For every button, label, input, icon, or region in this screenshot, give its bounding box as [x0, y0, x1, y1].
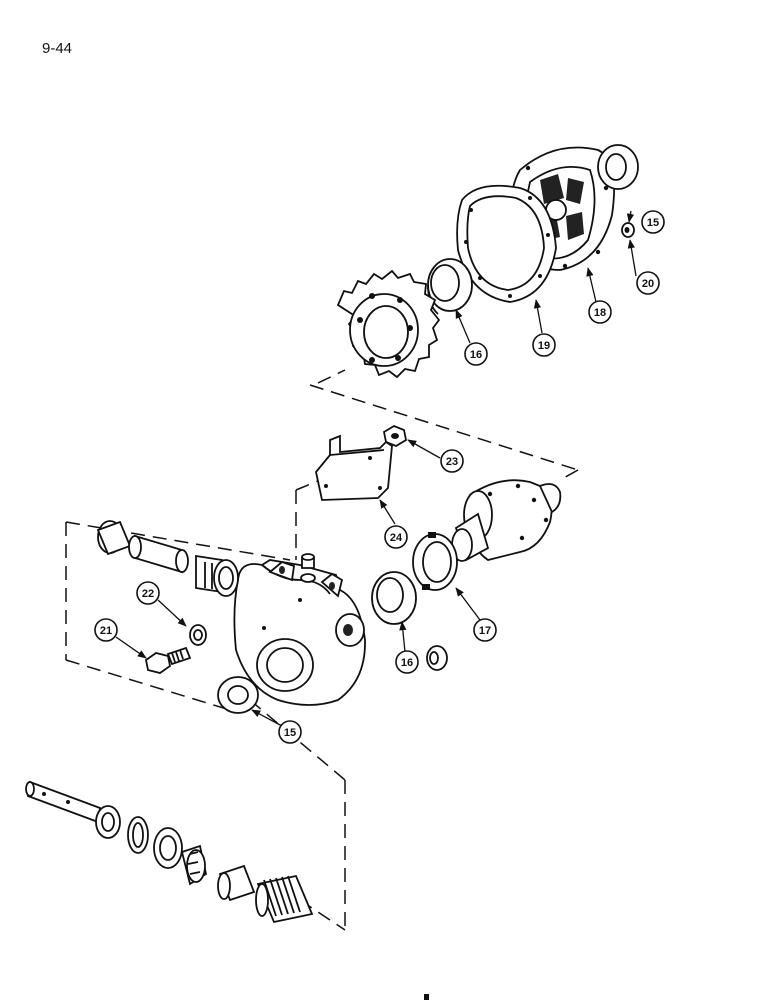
callout-15-top: 15 [641, 210, 665, 234]
callout-22: 22 [136, 581, 160, 605]
callout-16-middle: 16 [395, 650, 419, 674]
assembly-guide-lines [65, 369, 579, 931]
callout-15-bottom: 15 [278, 720, 302, 744]
worm-shaft-assembly [25, 780, 314, 924]
svg-text:17: 17 [479, 625, 491, 637]
svg-text:20: 20 [642, 278, 654, 290]
page-number: 9-44 [42, 40, 73, 57]
svg-text:24: 24 [390, 532, 403, 544]
input-shaft-assembly [96, 520, 239, 597]
snap-ring-part-17 [412, 532, 458, 591]
callout-19: 19 [532, 333, 556, 357]
gearbox-housing [233, 553, 366, 706]
svg-text:21: 21 [100, 625, 112, 637]
svg-text:16: 16 [470, 349, 482, 361]
svg-text:16: 16 [401, 657, 413, 669]
end-cap [426, 645, 448, 671]
spur-gear [336, 269, 441, 379]
seal-part-15-bottom [217, 676, 259, 714]
svg-text:15: 15 [647, 217, 659, 229]
clip-part-22 [189, 624, 207, 646]
callout-17: 17 [473, 618, 497, 642]
edge-mark [424, 994, 429, 1000]
svg-text:22: 22 [142, 588, 154, 600]
bracket-part-24 [315, 434, 393, 501]
callout-16-top: 16 [464, 342, 488, 366]
callout-18: 18 [588, 300, 612, 324]
plug-part-20 [621, 222, 635, 238]
gasket-part-19 [456, 184, 557, 303]
bolt-part-21 [145, 646, 192, 674]
bearing-cup-part-16-top [427, 258, 473, 315]
callout-20: 20 [636, 271, 660, 295]
callout-23: 23 [440, 449, 464, 473]
svg-text:19: 19 [538, 340, 550, 352]
callout-21: 21 [94, 618, 118, 642]
hub-flange-assembly [451, 479, 562, 562]
seal-ring-part-15-top [597, 144, 639, 190]
bearing-cup-part-16-middle [371, 571, 417, 625]
svg-text:23: 23 [446, 456, 458, 468]
callout-24: 24 [384, 525, 408, 549]
svg-text:18: 18 [594, 307, 606, 319]
svg-text:15: 15 [284, 727, 296, 739]
leader-lines [115, 210, 637, 727]
